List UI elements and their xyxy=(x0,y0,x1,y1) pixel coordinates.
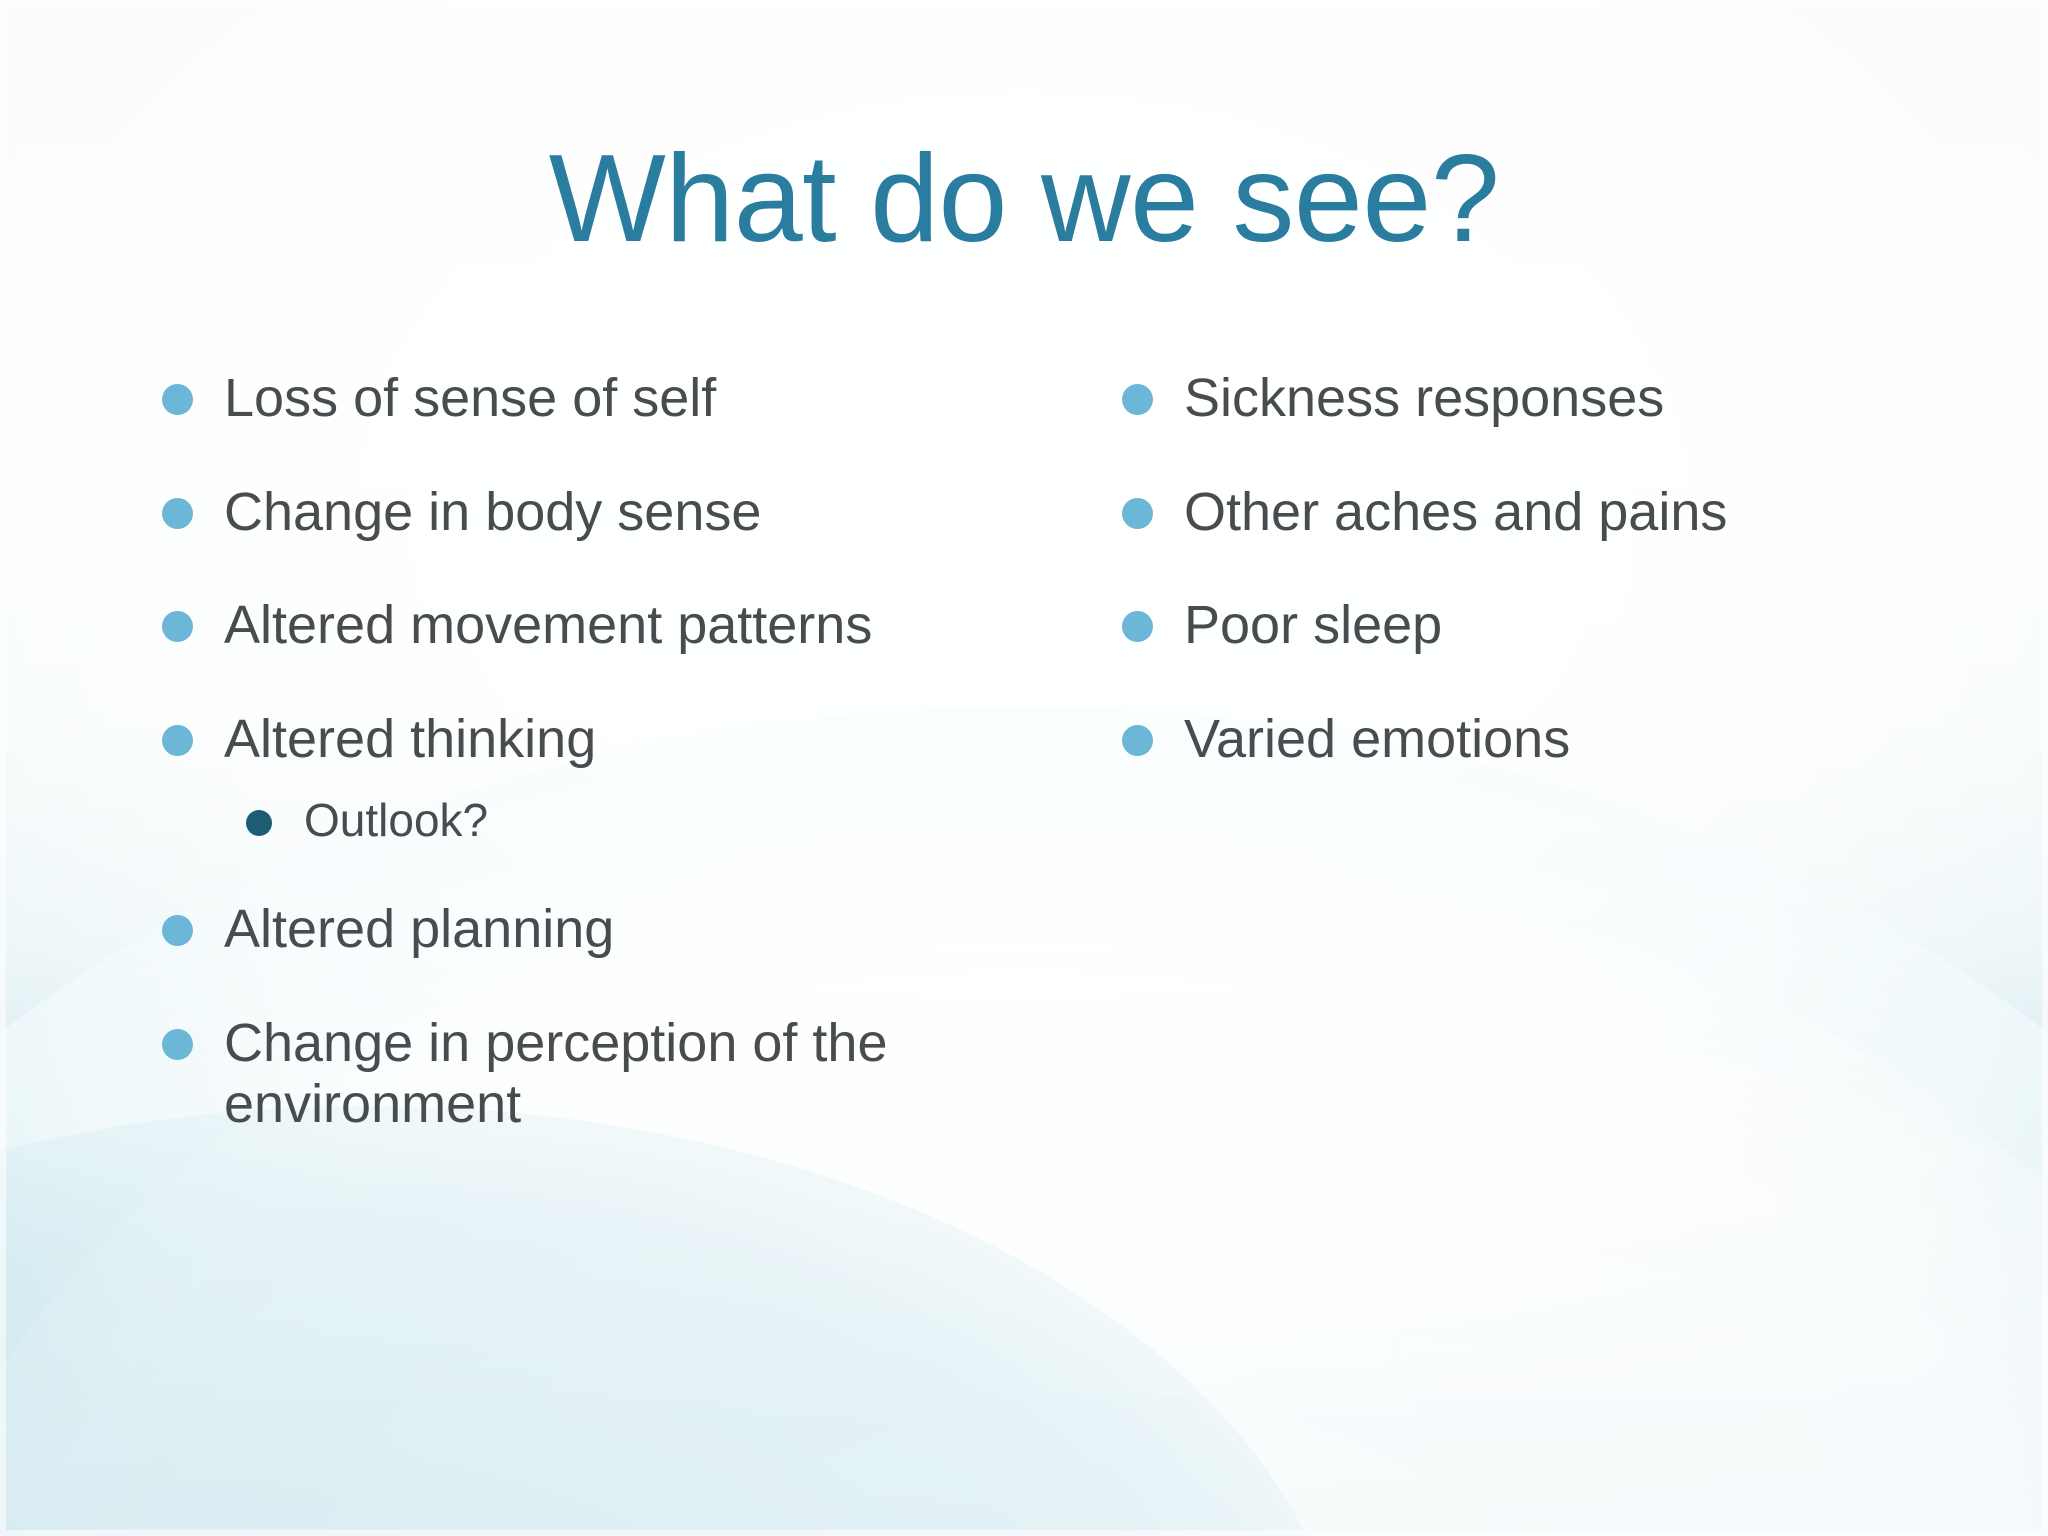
list-item[interactable]: Sickness responses xyxy=(1098,368,1858,430)
right-column-bullet-list: Sickness responses Other aches and pains… xyxy=(1098,368,1858,770)
bullet-dot-icon xyxy=(162,915,193,947)
bullet-dot-icon xyxy=(1122,497,1153,529)
list-item[interactable]: Change in body sense xyxy=(138,482,908,544)
list-item-label: Other aches and pains xyxy=(1184,481,1728,542)
slide-title: What do we see? xyxy=(548,130,1500,268)
list-item-label: Varied emotions xyxy=(1184,708,1571,769)
list-item[interactable]: Altered thinking Outlook? xyxy=(138,709,908,847)
list-item[interactable]: Other aches and pains xyxy=(1098,482,1858,544)
list-item[interactable]: Loss of sense of self xyxy=(138,368,908,430)
right-column: Sickness responses Other aches and pains… xyxy=(1098,368,1858,822)
slide-body: Loss of sense of self Change in body sen… xyxy=(0,368,2048,1168)
bullet-dot-icon xyxy=(162,724,193,756)
list-item[interactable]: Poor sleep xyxy=(1098,595,1858,657)
bullet-dot-icon xyxy=(162,1028,193,1060)
list-item-label: Sickness responses xyxy=(1184,368,1665,428)
sub-bullet-list: Outlook? xyxy=(224,794,908,847)
bullet-dot-icon xyxy=(162,497,193,529)
sub-bullet-dot-icon xyxy=(246,810,272,837)
list-item[interactable]: Varied emotions xyxy=(1098,709,1858,771)
bullet-dot-icon xyxy=(162,384,193,415)
bullet-dot-icon xyxy=(1122,724,1153,756)
sub-list-item[interactable]: Outlook? xyxy=(224,794,908,847)
left-column: Loss of sense of self Change in body sen… xyxy=(138,368,908,1136)
list-item[interactable]: Change in perception of the environment xyxy=(138,1013,908,1136)
list-item-label: Altered planning xyxy=(224,899,615,960)
list-item-label: Altered movement patterns xyxy=(224,595,873,656)
bullet-dot-icon xyxy=(1122,384,1153,415)
bullet-dot-icon xyxy=(1122,611,1153,643)
list-item-label: Poor sleep xyxy=(1184,595,1443,656)
list-item[interactable]: Altered planning xyxy=(138,899,908,961)
list-item-label: Change in perception of the environment xyxy=(224,1012,888,1135)
list-item-label: Change in body sense xyxy=(224,481,762,542)
list-item-label: Altered thinking xyxy=(224,708,597,769)
list-item[interactable]: Altered movement patterns xyxy=(138,595,908,657)
left-column-bullet-list: Loss of sense of self Change in body sen… xyxy=(138,368,908,1136)
list-item-label: Loss of sense of self xyxy=(224,368,717,428)
sub-list-item-label: Outlook? xyxy=(304,794,489,847)
bullet-dot-icon xyxy=(162,611,193,643)
